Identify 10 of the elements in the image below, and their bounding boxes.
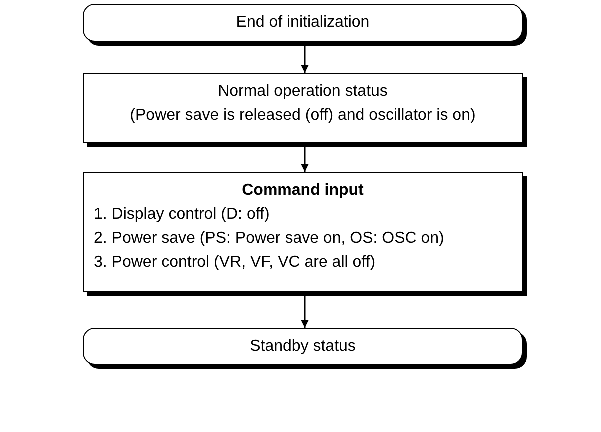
node-label: Standby status <box>250 336 356 356</box>
arrow <box>301 147 309 172</box>
heading: Command input <box>241 181 365 201</box>
arrow <box>301 296 309 328</box>
list-item: 3. Power control (VR, VF, VC are all off) <box>94 253 377 273</box>
node-label: End of initialization <box>236 13 370 33</box>
list-item: 2. Power save (PS: Power save on, OS: OSC on) <box>94 229 446 249</box>
node-note: (Power save is released (off) and oscillator is on) <box>129 106 477 126</box>
node-label: Normal operation status <box>217 82 389 102</box>
list-item: 1. Display control (D: off) <box>94 205 271 225</box>
